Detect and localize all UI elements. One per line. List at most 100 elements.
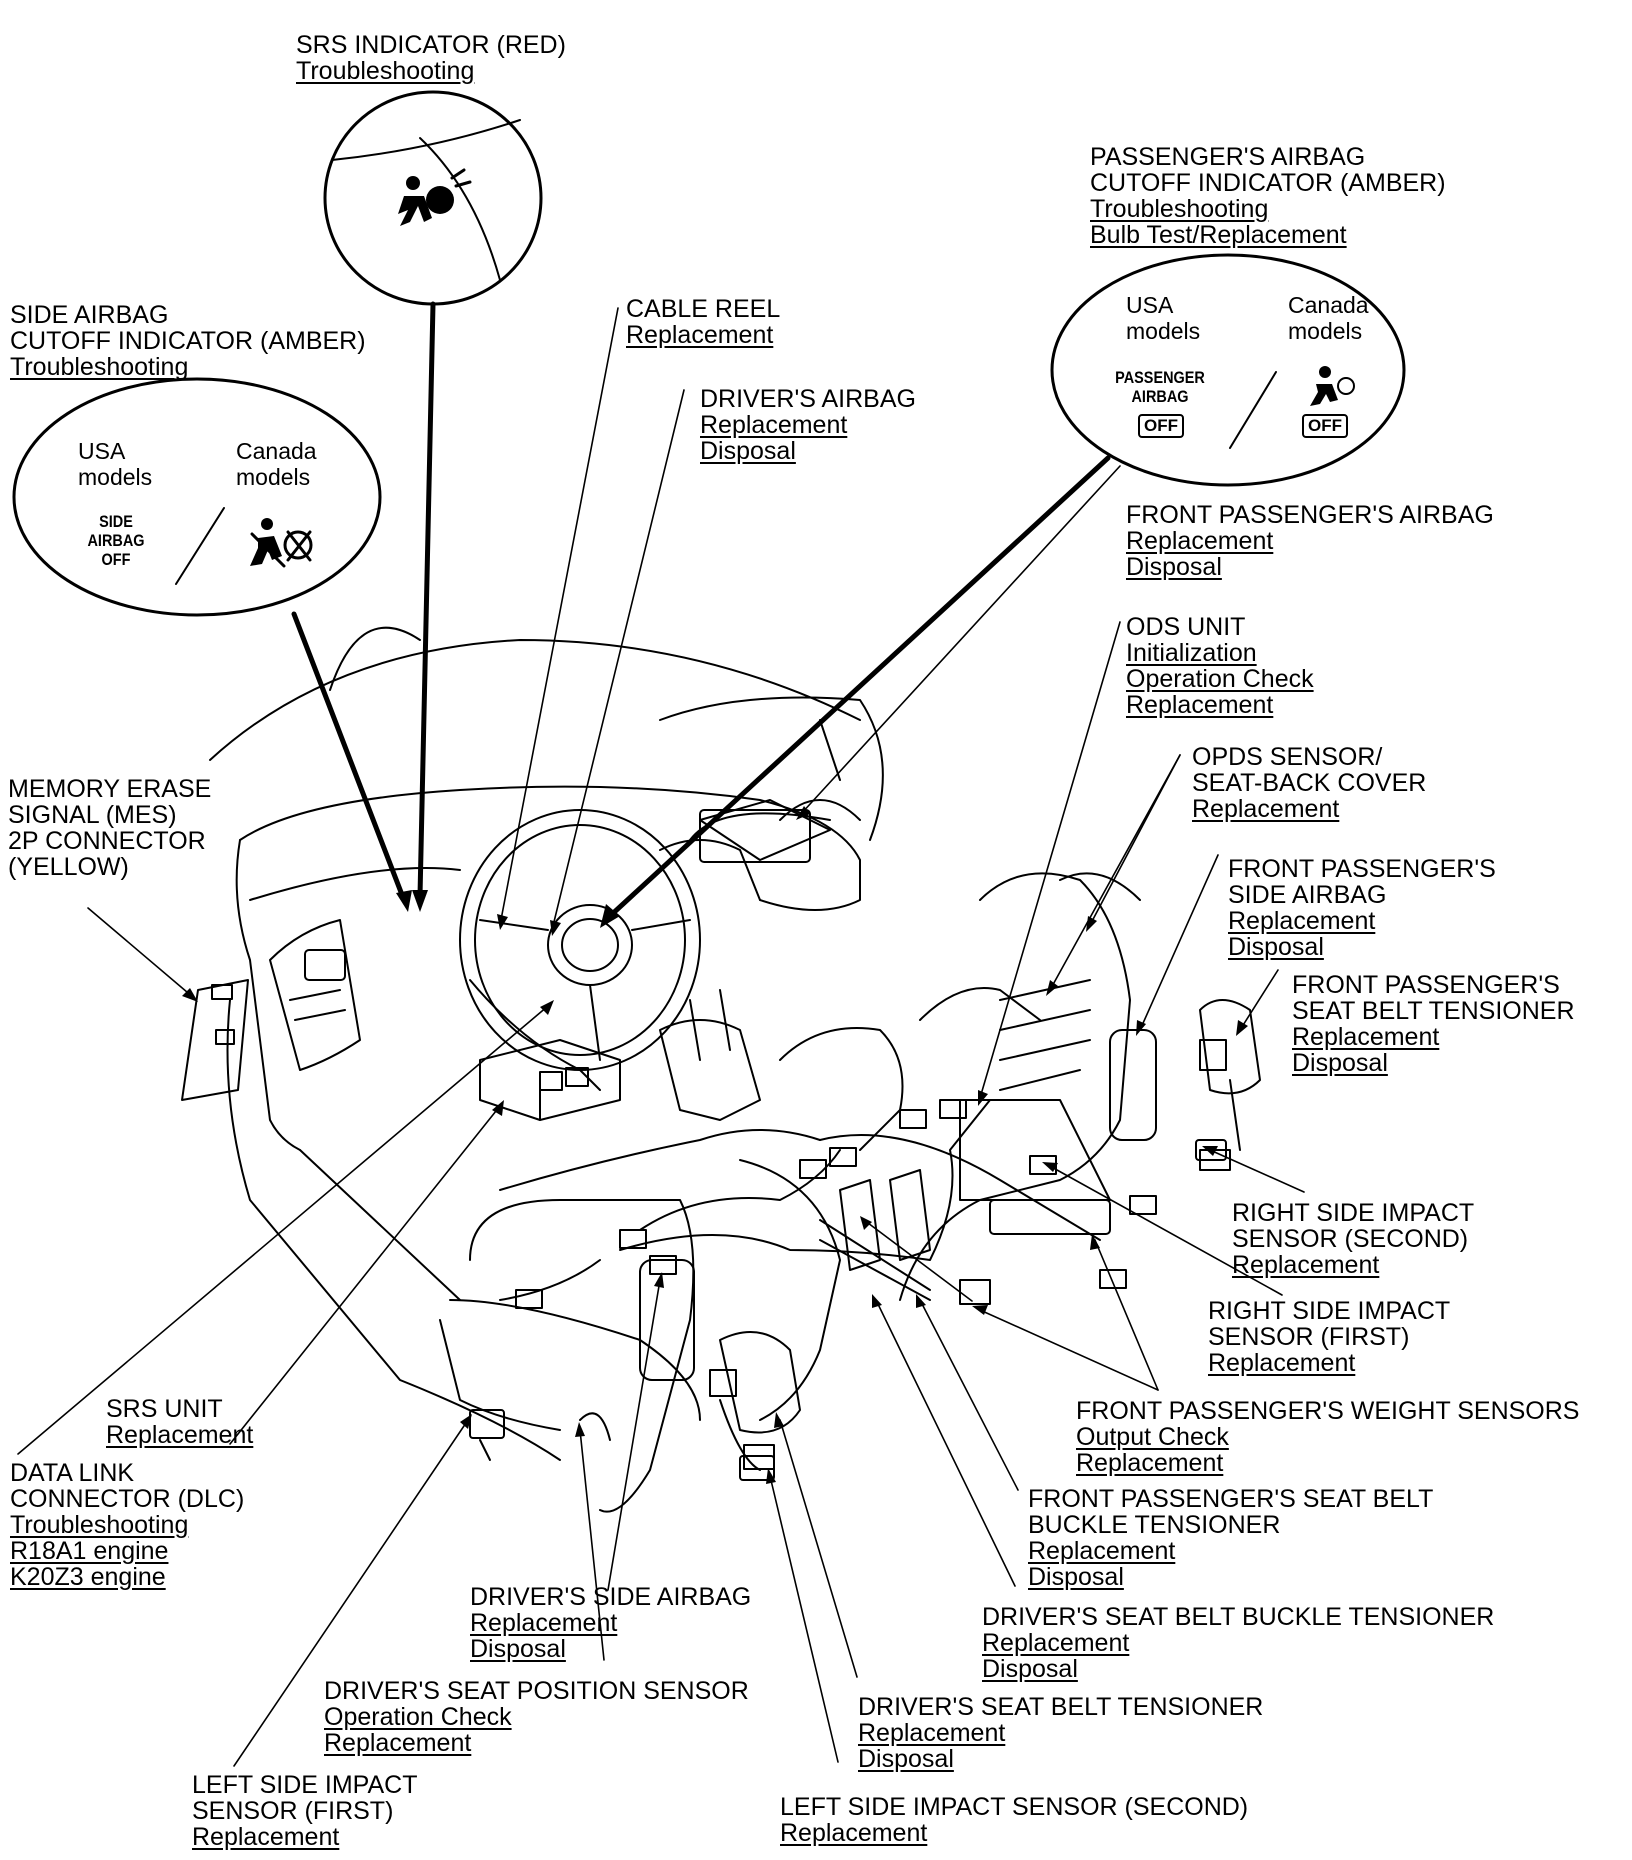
callout-title: RIGHT SIDE IMPACT [1208,1297,1451,1325]
callout-title: SIDE AIRBAG [1228,881,1387,909]
link-replacement[interactable]: Replacement [858,1719,1006,1747]
usa-line: USA [78,438,126,464]
callout-title: FRONT PASSENGER'S [1228,855,1496,883]
callout-title: RIGHT SIDE IMPACT [1232,1199,1475,1227]
side-airbag-usa-heading: USA models [78,438,152,490]
callout-title: DRIVER'S SIDE AIRBAG [470,1583,752,1611]
link-output-check[interactable]: Output Check [1076,1423,1229,1451]
callout-front-passenger-weight-sensors: FRONT PASSENGER'S WEIGHT SENSORS Output … [1076,1398,1579,1476]
link-disposal[interactable]: Disposal [1228,933,1324,961]
seatbelt-airbag-off-icon [250,518,313,568]
link-operation-check[interactable]: Operation Check [324,1703,512,1731]
callout-passenger-airbag-cutoff: PASSENGER'S AIRBAG CUTOFF INDICATOR (AMB… [1090,144,1446,248]
side-airbag-inset [12,377,382,617]
link-disposal[interactable]: Disposal [470,1635,566,1663]
canada-line: Canada [236,438,317,464]
callout-srs-indicator: SRS INDICATOR (RED) Troubleshooting [296,32,566,84]
vehicle-interior-sketch [181,626,1261,1513]
link-replacement[interactable]: Replacement [192,1823,340,1851]
callout-left-side-impact-first: LEFT SIDE IMPACT SENSOR (FIRST) Replacem… [192,1772,418,1850]
callout-title: (YELLOW) [8,853,129,881]
link-operation-check[interactable]: Operation Check [1126,665,1314,693]
link-replacement[interactable]: Replacement [470,1609,618,1637]
link-replacement[interactable]: Replacement [1232,1251,1380,1279]
callout-title: SENSOR (FIRST) [192,1797,394,1825]
passenger-airbag-canada-heading: Canada models [1288,292,1369,344]
link-replacement[interactable]: Replacement [1292,1023,1440,1051]
link-troubleshooting[interactable]: Troubleshooting [1090,195,1269,223]
passenger-airbag-label: PASSENGER AIRBAG [1109,368,1211,406]
link-disposal[interactable]: Disposal [982,1655,1078,1683]
link-replacement[interactable]: Replacement [780,1819,928,1847]
link-replacement[interactable]: Replacement [1028,1537,1176,1565]
callout-title: OPDS SENSOR/ [1192,743,1383,771]
link-replacement[interactable]: Replacement [1126,527,1274,555]
callout-drivers-airbag: DRIVER'S AIRBAG Replacement Disposal [700,386,916,464]
callout-title: MEMORY ERASE [8,775,212,803]
callout-ods-unit: ODS UNIT Initialization Operation Check … [1126,614,1314,718]
canada-passenger-off-badge: OFF [1302,414,1348,438]
models-line: models [236,464,311,490]
passenger-airbag-inset [1050,253,1406,487]
link-troubleshooting[interactable]: Troubleshooting [296,57,475,85]
callout-title: FRONT PASSENGER'S [1292,971,1560,999]
callout-mes-connector: MEMORY ERASE SIGNAL (MES) 2P CONNECTOR (… [8,776,211,880]
airbag-warning-icon [398,168,472,226]
link-disposal[interactable]: Disposal [1028,1563,1124,1591]
passenger-airbag-off-icon [1310,366,1355,406]
callout-title: BUCKLE TENSIONER [1028,1511,1281,1539]
callout-driver-seat-belt-tensioner: DRIVER'S SEAT BELT TENSIONER Replacement… [858,1694,1263,1772]
link-replacement[interactable]: Replacement [1126,691,1274,719]
link-disposal[interactable]: Disposal [700,437,796,465]
callout-right-side-impact-first: RIGHT SIDE IMPACT SENSOR (FIRST) Replace… [1208,1298,1450,1376]
link-replacement[interactable]: Replacement [1076,1449,1224,1477]
callout-driver-side-airbag: DRIVER'S SIDE AIRBAG Replacement Disposa… [470,1584,751,1662]
label-line: AIRBAG [87,531,145,550]
callout-front-passenger-seat-belt-tensioner: FRONT PASSENGER'S SEAT BELT TENSIONER Re… [1292,972,1575,1076]
callout-title: SENSOR (FIRST) [1208,1323,1410,1351]
link-replacement[interactable]: Replacement [982,1629,1130,1657]
callout-title: CUTOFF INDICATOR (AMBER) [1090,169,1446,197]
callout-title: CONNECTOR (DLC) [10,1485,245,1513]
callout-title: 2P CONNECTOR [8,827,206,855]
link-disposal[interactable]: Disposal [1292,1049,1388,1077]
callout-srs-unit: SRS UNIT Replacement [106,1396,253,1448]
link-bulb-test[interactable]: Bulb Test/Replacement [1090,221,1347,249]
link-r18a1-engine[interactable]: R18A1 engine [10,1537,169,1565]
label-line: AIRBAG [1131,387,1189,406]
usa-line: USA [1126,292,1174,318]
link-troubleshooting[interactable]: Troubleshooting [10,353,189,381]
canada-line: Canada [1288,292,1369,318]
models-line: models [78,464,153,490]
link-initialization[interactable]: Initialization [1126,639,1257,667]
callout-front-passenger-buckle-tensioner: FRONT PASSENGER'S SEAT BELT BUCKLE TENSI… [1028,1486,1433,1590]
link-disposal[interactable]: Disposal [1126,553,1222,581]
callout-title: SENSOR (SECOND) [1232,1225,1469,1253]
models-line: models [1126,318,1201,344]
link-replacement[interactable]: Replacement [324,1729,472,1757]
link-replacement[interactable]: Replacement [1192,795,1340,823]
callout-right-side-impact-second: RIGHT SIDE IMPACT SENSOR (SECOND) Replac… [1232,1200,1474,1278]
link-replacement[interactable]: Replacement [1228,907,1376,935]
callout-cable-reel: CABLE REEL Replacement [626,296,780,348]
callout-title: CABLE REEL [626,295,781,323]
link-replacement[interactable]: Replacement [626,321,774,349]
link-replacement[interactable]: Replacement [700,411,848,439]
link-replacement[interactable]: Replacement [106,1421,254,1449]
callout-title: DRIVER'S SEAT BELT TENSIONER [858,1693,1264,1721]
link-disposal[interactable]: Disposal [858,1745,954,1773]
callout-title: DRIVER'S SEAT POSITION SENSOR [324,1677,749,1705]
callout-title: LEFT SIDE IMPACT SENSOR (SECOND) [780,1793,1249,1821]
link-replacement[interactable]: Replacement [1208,1349,1356,1377]
callout-title: LEFT SIDE IMPACT [192,1771,418,1799]
label-line: OFF [101,550,131,569]
link-troubleshooting[interactable]: Troubleshooting [10,1511,189,1539]
callout-title: SIDE AIRBAG [10,301,169,329]
callout-title: ODS UNIT [1126,613,1246,641]
label-line: PASSENGER [1115,368,1205,387]
callout-title: FRONT PASSENGER'S WEIGHT SENSORS [1076,1397,1580,1425]
callout-side-airbag-cutoff: SIDE AIRBAG CUTOFF INDICATOR (AMBER) Tro… [10,302,366,380]
callout-front-passenger-side-airbag: FRONT PASSENGER'S SIDE AIRBAG Replacemen… [1228,856,1496,960]
link-k20z3-engine[interactable]: K20Z3 engine [10,1563,166,1591]
